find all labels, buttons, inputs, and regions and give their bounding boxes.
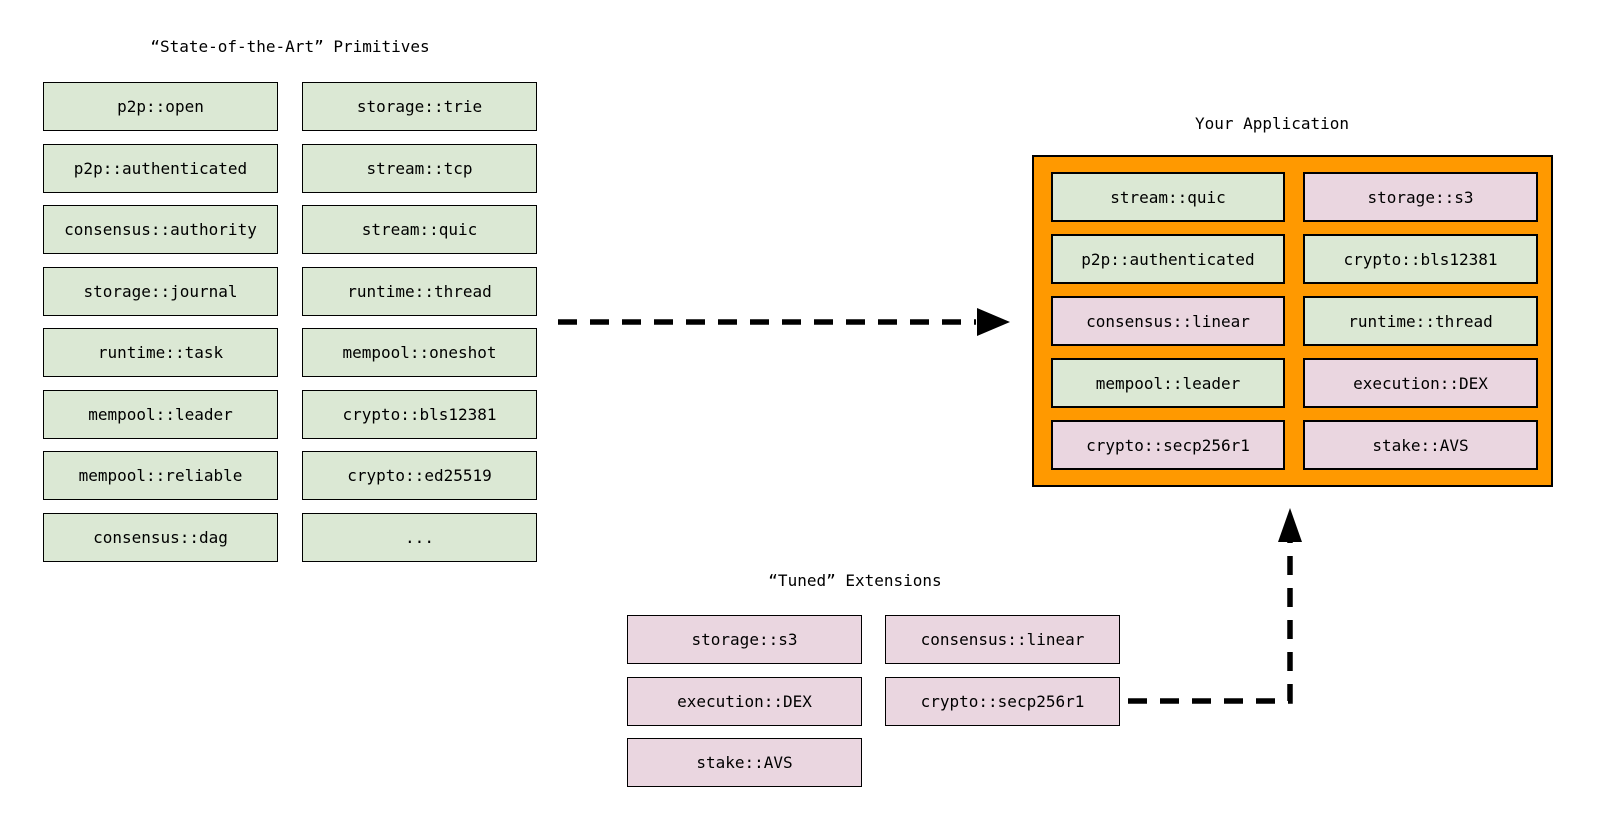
application-module-box: p2p::authenticated [1051,234,1285,284]
extension-box: crypto::secp256r1 [885,676,1120,726]
extensions-title: “Tuned” Extensions [768,571,942,590]
primitives-to-application-arrow [558,308,1010,336]
primitive-box: consensus::dag [43,512,278,562]
primitive-box: mempool::reliable [43,451,278,500]
application-module-box: stake::AVS [1303,420,1538,470]
primitive-box: storage::journal [43,266,278,316]
primitives-title: “State-of-the-Art” Primitives [150,37,430,56]
primitive-box: stream::tcp [302,143,537,193]
application-module-box: mempool::leader [1051,358,1285,408]
extension-box: stake::AVS [627,738,862,787]
primitive-box: crypto::bls12381 [302,389,537,439]
application-module-box: stream::quic [1051,172,1285,222]
primitive-box: runtime::task [43,328,278,377]
extension-box: execution::DEX [627,676,862,726]
primitive-box: p2p::authenticated [43,143,278,193]
primitive-box: runtime::thread [302,266,537,316]
extension-box: consensus::linear [885,615,1120,664]
primitive-box: p2p::open [43,82,278,131]
primitive-box: consensus::authority [43,205,278,254]
application-module-box: runtime::thread [1303,296,1538,346]
application-module-box: crypto::secp256r1 [1051,420,1285,470]
extensions-to-application-arrow [1128,508,1302,704]
primitive-box: storage::trie [302,82,537,131]
primitive-box: mempool::oneshot [302,328,537,377]
application-module-box: consensus::linear [1051,296,1285,346]
extension-box: storage::s3 [627,615,862,664]
application-module-box: storage::s3 [1303,172,1538,222]
primitive-box: stream::quic [302,205,537,254]
application-title: Your Application [1194,114,1350,133]
primitive-box: crypto::ed25519 [302,451,537,500]
primitive-box: ... [302,512,537,562]
application-module-box: execution::DEX [1303,358,1538,408]
application-module-box: crypto::bls12381 [1303,234,1538,284]
primitive-box: mempool::leader [43,389,278,439]
